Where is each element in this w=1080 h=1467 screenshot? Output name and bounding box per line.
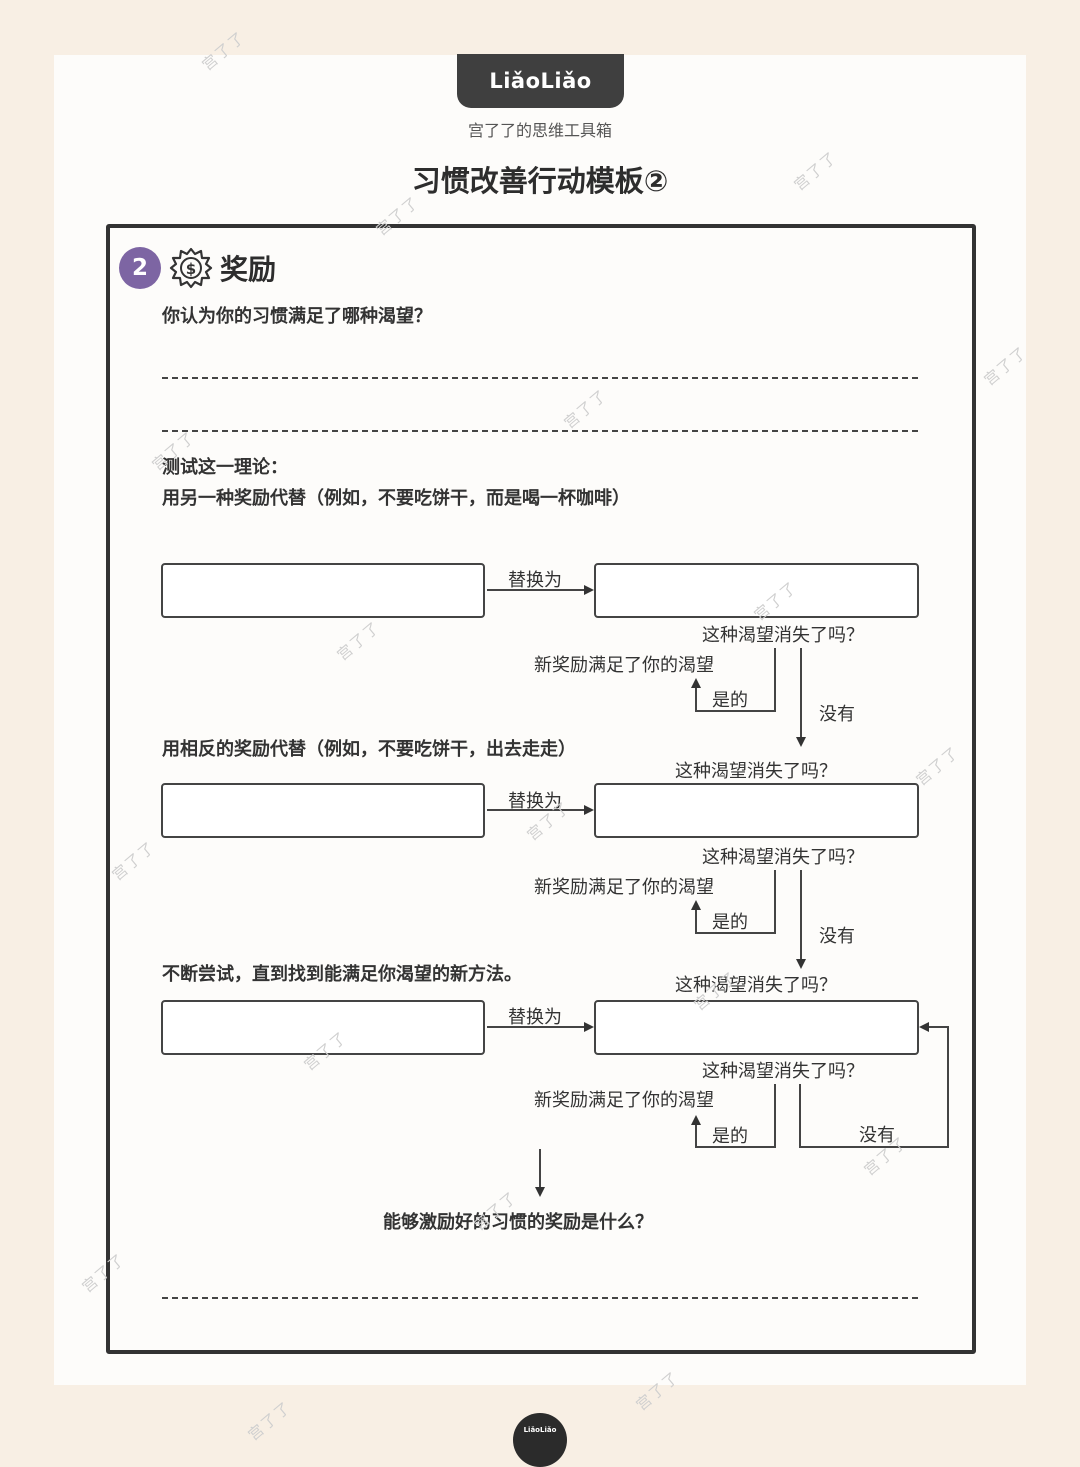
step-1-yes-text: 新奖励满足了你的渴望 [534,655,714,676]
step-2-question-before: 这种渴望消失了吗？ [675,761,837,782]
svg-text:$: $ [186,260,196,278]
step-3-old-reward-box[interactable] [161,1000,485,1055]
template-frame [106,224,976,1354]
craving-question: 你认为你的习惯满足了哪种渴望？ [162,306,432,327]
brand-subtitle: 宫了了的思维工具箱 [467,121,612,140]
step-1-yes-label: 是的 [712,690,748,711]
bottom-logo: LiǎoLiǎo [513,1413,567,1467]
page-title: 习惯改善行动模板② [411,164,669,198]
step-2-yes-label: 是的 [712,912,748,933]
brand-logo: LiǎoLiǎo [457,54,624,108]
answer-line-final[interactable] [162,1297,918,1299]
watermark: 宫了了 [244,1397,296,1445]
step-1-new-reward-box[interactable] [594,563,919,618]
step-3-new-reward-box[interactable] [594,1000,919,1055]
step-3-question-after: 这种渴望消失了吗？ [702,1061,864,1082]
step-2-question-after: 这种渴望消失了吗？ [702,847,864,868]
section-number-badge: 2 [119,247,161,289]
step-2-yes-text: 新奖励满足了你的渴望 [534,877,714,898]
step-3-yes-text: 新奖励满足了你的渴望 [534,1090,714,1111]
final-question: 能够激励好的习惯的奖励是什么？ [383,1212,653,1233]
dollar-gear-icon: $ [169,247,213,289]
step-2-new-reward-box[interactable] [594,783,919,838]
step-2-instruction: 用相反的奖励代替（例如，不要吃饼干，出去走走） [162,739,576,760]
answer-line-2[interactable] [162,430,918,432]
step-2-replace-label: 替换为 [508,791,562,812]
step-3-question-before: 这种渴望消失了吗？ [675,975,837,996]
step-1-question-after: 这种渴望消失了吗？ [702,625,864,646]
step-3-yes-label: 是的 [712,1126,748,1147]
step-3-instruction: 不断尝试，直到找到能满足你渴望的新方法。 [162,964,522,985]
step-1-instruction: 用另一种奖励代替（例如，不要吃饼干，而是喝一杯咖啡） [162,488,630,509]
test-heading: 测试这一理论： [162,457,288,478]
answer-line-1[interactable] [162,377,918,379]
step-3-replace-label: 替换为 [508,1007,562,1028]
step-2-no-label: 没有 [819,926,855,947]
step-2-old-reward-box[interactable] [161,783,485,838]
section-title: 奖励 [220,253,277,286]
step-1-no-label: 没有 [819,704,855,725]
step-1-old-reward-box[interactable] [161,563,485,618]
step-1-replace-label: 替换为 [508,570,562,591]
